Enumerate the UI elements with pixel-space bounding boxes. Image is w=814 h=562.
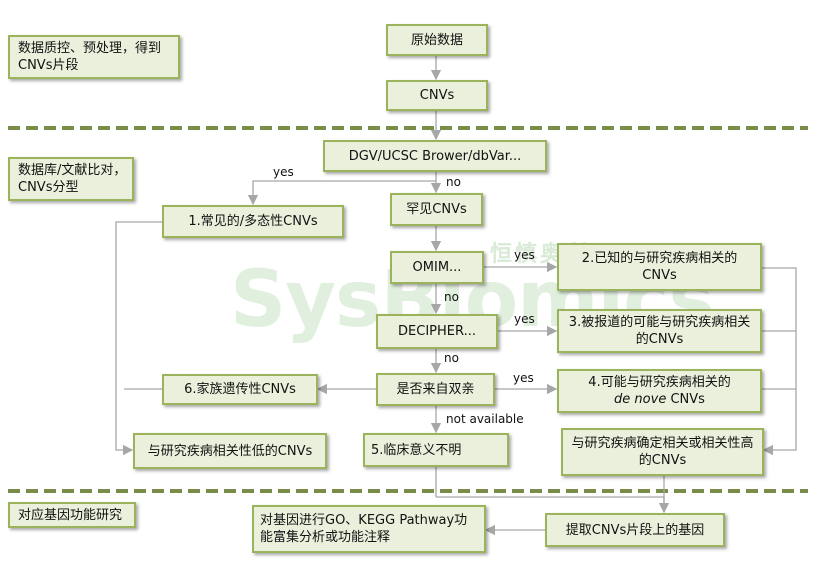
node-denovo-cnvs-text: 4.可能与研究疾病相关的 [588, 375, 731, 390]
section-label-gene-function: 对应基因功能研究 [8, 502, 136, 528]
node-extract-genes-text: 提取CNVs片段上的基因 [565, 522, 705, 538]
node-omim: OMIM... [390, 251, 484, 284]
node-low-relevance-cnvs-text: 与研究疾病相关性低的CNVs [147, 443, 313, 459]
edge-label-db-no: no [446, 175, 461, 189]
section-label-preprocessing-text: 数据质控、预处理，得到CNVs片段 [18, 41, 162, 73]
node-known-cnvs: 2.已知的与研究疾病相关的CNVs [557, 243, 762, 291]
node-cnvs-text: CNVs [419, 88, 455, 103]
node-functional-enrichment: 对基因进行GO、KEGG Pathway功能富集分析或功能注释 [252, 505, 486, 553]
node-rare-cnvs-text: 罕见CNVs [406, 202, 467, 217]
node-reported-cnvs: 3.被报道的可能与研究疾病相关的CNVs [557, 309, 762, 353]
node-denovo-cnvs-italic: de nove [614, 392, 667, 407]
node-functional-enrichment-text: 对基因进行GO、KEGG Pathway功能富集分析或功能注释 [260, 513, 468, 545]
section-label-preprocessing: 数据质控、预处理，得到CNVs片段 [8, 35, 180, 79]
node-parent-origin-text: 是否来自双亲 [396, 382, 475, 397]
edge-label-omim-yes: yes [514, 248, 535, 262]
edge-label-decipher-yes: yes [514, 312, 535, 326]
node-denovo-cnvs-suffix: CNVs [666, 392, 705, 407]
node-decipher: DECIPHER... [376, 314, 498, 349]
node-rare-cnvs: 罕见CNVs [390, 193, 483, 226]
node-extract-genes: 提取CNVs片段上的基因 [545, 513, 725, 547]
node-denovo-cnvs-line2: de nove CNVs [614, 391, 705, 408]
edge-label-db-yes: yes [273, 165, 294, 179]
node-unclear-significance: 5.临床意义不明 [363, 433, 509, 467]
node-known-cnvs-text: 2.已知的与研究疾病相关的CNVs [581, 251, 738, 283]
node-unclear-significance-text: 5.临床意义不明 [371, 442, 462, 458]
section-label-classification: 数据库/文献比对，CNVs分型 [8, 157, 134, 201]
node-raw-data: 原始数据 [386, 24, 488, 56]
edge-label-omim-no: no [444, 290, 459, 304]
node-database-compare-text: DGV/UCSC Brower/dbVar... [348, 148, 522, 164]
edge-label-parents-yes: yes [513, 371, 534, 385]
node-familial-cnvs-text: 6.家族遗传性CNVs [184, 382, 296, 397]
node-denovo-cnvs: 4.可能与研究疾病相关的 de nove CNVs [557, 369, 762, 413]
edge-label-parents-not-available: not available [446, 412, 524, 426]
node-reported-cnvs-text: 3.被报道的可能与研究疾病相关的CNVs [568, 315, 751, 347]
node-low-relevance-cnvs: 与研究疾病相关性低的CNVs [133, 433, 327, 469]
node-high-relevance-cnvs-text: 与研究疾病确定相关或相关性高的CNVs [571, 436, 754, 468]
node-familial-cnvs: 6.家族遗传性CNVs [162, 374, 318, 405]
edge-label-decipher-no: no [444, 351, 459, 365]
node-raw-data-text: 原始数据 [410, 32, 463, 48]
node-database-compare: DGV/UCSC Brower/dbVar... [323, 140, 547, 172]
section-label-classification-text: 数据库/文献比对，CNVs分型 [18, 163, 127, 195]
node-common-cnvs: 1.常见的/多态性CNVs [162, 205, 344, 238]
node-decipher-text: DECIPHER... [398, 324, 476, 339]
section-label-gene-function-text: 对应基因功能研究 [18, 507, 123, 523]
node-high-relevance-cnvs: 与研究疾病确定相关或相关性高的CNVs [561, 428, 764, 476]
node-parent-origin: 是否来自双亲 [376, 373, 495, 406]
node-common-cnvs-text: 1.常见的/多态性CNVs [188, 214, 318, 229]
node-cnvs: CNVs [386, 80, 488, 111]
node-omim-text: OMIM... [412, 260, 462, 275]
